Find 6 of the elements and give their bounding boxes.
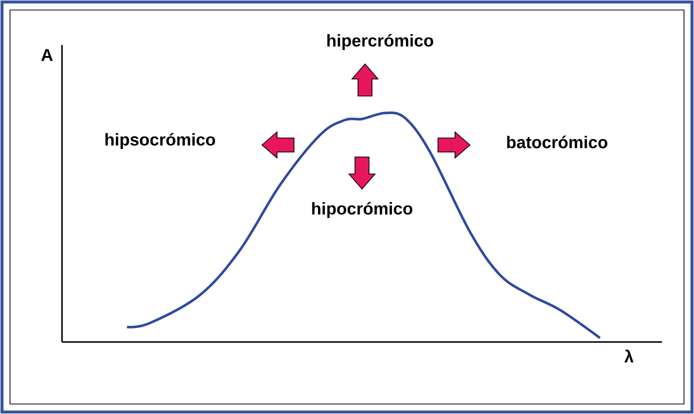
shift-label: hipsocrómico bbox=[105, 133, 216, 149]
shift-label: hipocrómico bbox=[312, 202, 412, 218]
axis-label: A bbox=[41, 49, 53, 61]
shift-label: hipercrómico bbox=[327, 34, 434, 50]
shift-label: batocrómico bbox=[507, 136, 608, 148]
axis-label: λ bbox=[624, 350, 634, 362]
